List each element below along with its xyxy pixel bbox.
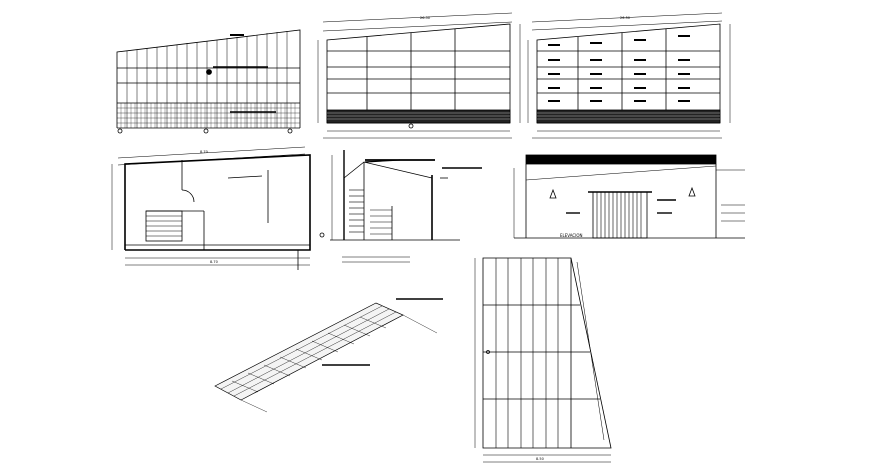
elevation-view-3: 26.50 <box>527 12 731 139</box>
roof-plan: 8.50 <box>474 257 612 463</box>
front-elevation: ELEVACION <box>513 154 745 239</box>
elev2-top-dim: 26.50 <box>420 16 430 20</box>
site-label: ELEVACION <box>560 233 583 238</box>
elev3-top-dim: 26.50 <box>620 16 630 20</box>
plan-bottom-dim: 8.70 <box>210 260 218 264</box>
building-section <box>330 150 482 263</box>
isometric-roof-panel <box>214 298 443 413</box>
elevation-view-2: 26.50 <box>317 12 521 139</box>
plan-top-dim: 8.70 <box>200 150 208 154</box>
elevation-view-1 <box>116 29 301 134</box>
roof-plan-dim: 8.50 <box>536 457 544 461</box>
floor-plan: 8.70 8.70 <box>111 146 325 270</box>
